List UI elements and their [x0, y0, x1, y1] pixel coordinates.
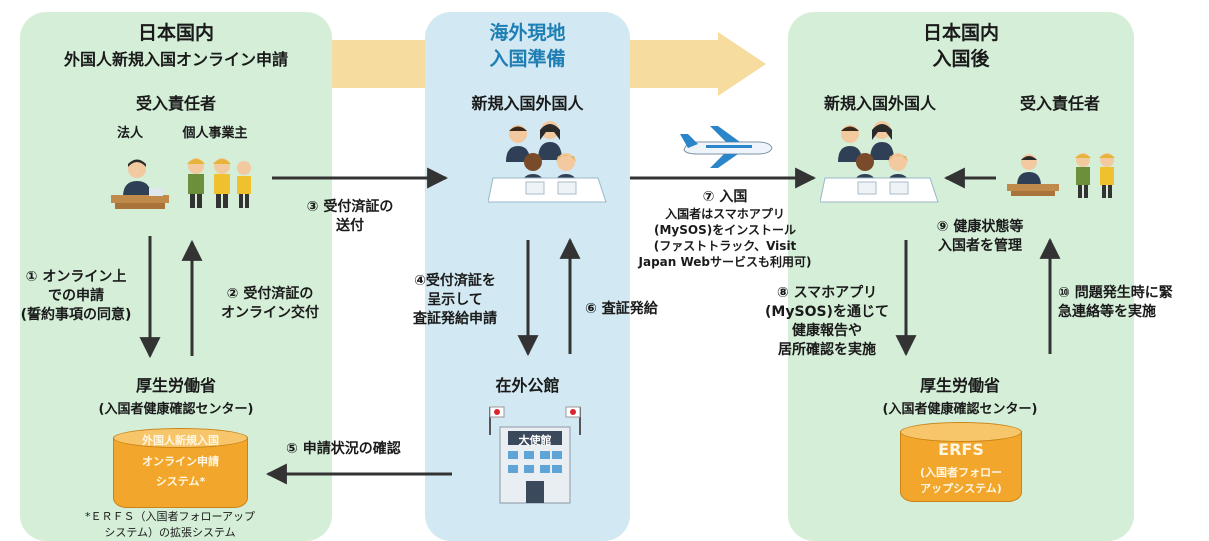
host-individual-label: 個人事業主: [182, 126, 248, 141]
embassy-title: 在外公館: [495, 376, 560, 395]
erfs-line1: (入国者フォロー: [919, 466, 1003, 479]
new-foreigners-group-icon: [488, 121, 607, 203]
erfs-line2: アップシステム): [920, 482, 1002, 495]
middle-region-line2: 入国準備: [489, 48, 566, 70]
flow-band-arrowhead: [718, 32, 766, 96]
embassy-sign-text: 大使館: [518, 434, 552, 447]
host-corp-label: 法人: [116, 126, 143, 141]
step4-label: ④受付済証を呈示して査証発給申請: [413, 273, 497, 327]
online-application-system-database: 外国人新規入国 オンライン申請 システム*: [113, 428, 248, 508]
middle-foreigner-title: 新規入国外国人: [471, 94, 584, 113]
left-region-title: 日本国内: [137, 22, 214, 44]
right-host-title: 受入責任者: [1019, 94, 1100, 113]
step3-label: ③ 受付済証の送付: [306, 199, 394, 234]
host-workers-icon: [1075, 153, 1115, 198]
step1-label: ① オンライン上での申請(誓約事項の同意): [20, 269, 132, 323]
right-region-line1: 日本国内: [922, 22, 999, 44]
flow-band-right: [630, 40, 720, 88]
workers-icon: [187, 158, 251, 208]
person-at-desk-icon: [111, 159, 169, 209]
system-label-line1: 外国人新規入国: [142, 434, 219, 447]
footnote-line2: システム）の拡張システム: [104, 526, 236, 539]
erfs-database: ERFS (入国者フォロー アップシステム): [900, 422, 1022, 502]
step9-label: ⑨ 健康状態等入国者を管理: [936, 219, 1024, 254]
left-ministry-title: 厚生労働省: [135, 376, 216, 395]
step7-label: ⑦ 入国 入国者はスマホアプリ(MySOS)をインストール(ファストトラック、V…: [638, 189, 812, 269]
left-host-title: 受入責任者: [135, 94, 216, 113]
footnote-line1: *ＥＲＦＳ（入国者フォローアップ: [84, 510, 256, 523]
right-ministry-subtitle: (入国者健康確認センター): [882, 402, 1038, 417]
embassy-building-icon: [489, 406, 581, 504]
middle-region-line1: 海外現地: [489, 22, 566, 44]
right-region-line2: 入国後: [932, 48, 990, 70]
host-person-at-desk-icon: [1007, 154, 1059, 196]
left-subtitle: 外国人新規入国オンライン申請: [63, 50, 288, 69]
step2-label: ② 受付済証のオンライン交付: [221, 286, 319, 321]
entered-foreigners-group-icon: [820, 121, 939, 203]
step8-label: ⑧ スマホアプリ(MySOS)を通じて健康報告や居所確認を実施: [765, 285, 889, 358]
left-ministry-subtitle: (入国者健康確認センター): [98, 402, 254, 417]
erfs-title: ERFS: [938, 440, 984, 459]
system-label-line2: オンライン申請: [142, 455, 219, 468]
airplane-icon: [680, 126, 773, 168]
right-foreigner-title: 新規入国外国人: [823, 94, 936, 113]
system-label-line3: システム*: [155, 475, 206, 488]
step6-label: ⑥ 査証発給: [585, 301, 658, 317]
step10-label: ⑩ 問題発生時に緊急連絡等を実施: [1058, 285, 1173, 320]
right-ministry-title: 厚生労働省: [919, 376, 1000, 395]
flow-band-left: [330, 40, 430, 88]
step5-label: ⑤ 申請状況の確認: [286, 441, 401, 457]
